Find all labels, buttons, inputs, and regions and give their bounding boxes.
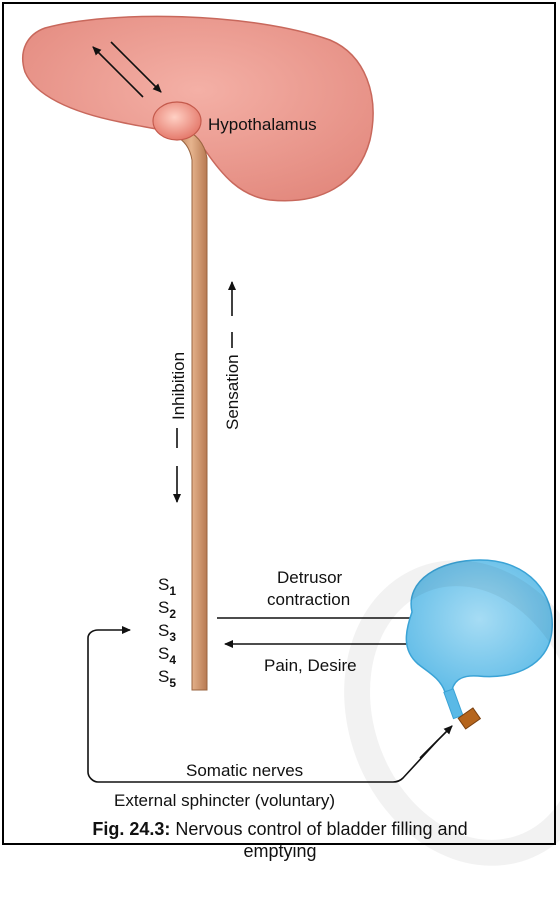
somatic-nerves-label: Somatic nerves — [186, 761, 303, 780]
hypothalamus-label: Hypothalamus — [208, 115, 317, 134]
pain-desire-label: Pain, Desire — [264, 656, 357, 675]
inhibition-group: Inhibition — [169, 352, 188, 502]
external-sphincter-label: External sphincter (voluntary) — [114, 791, 335, 810]
caption-text-line2: emptying — [243, 841, 316, 861]
s3-label: S3 — [158, 621, 176, 644]
s2-label: S2 — [158, 598, 176, 621]
sensation-label: Sensation — [223, 354, 242, 430]
s5-label: S5 — [158, 667, 176, 690]
hypothalamus-shape — [153, 102, 201, 140]
detrusor-label-line1: Detrusor — [277, 568, 343, 587]
caption-fig-label: Fig. 24.3: — [92, 819, 170, 839]
inhibition-label: Inhibition — [169, 352, 188, 420]
sensation-group: Sensation — [223, 282, 242, 430]
detrusor-label-line2: contraction — [267, 590, 350, 609]
s4-label: S4 — [158, 644, 176, 667]
sacral-labels: S1 S2 S3 S4 S5 — [158, 575, 176, 690]
s1-label: S1 — [158, 575, 176, 598]
